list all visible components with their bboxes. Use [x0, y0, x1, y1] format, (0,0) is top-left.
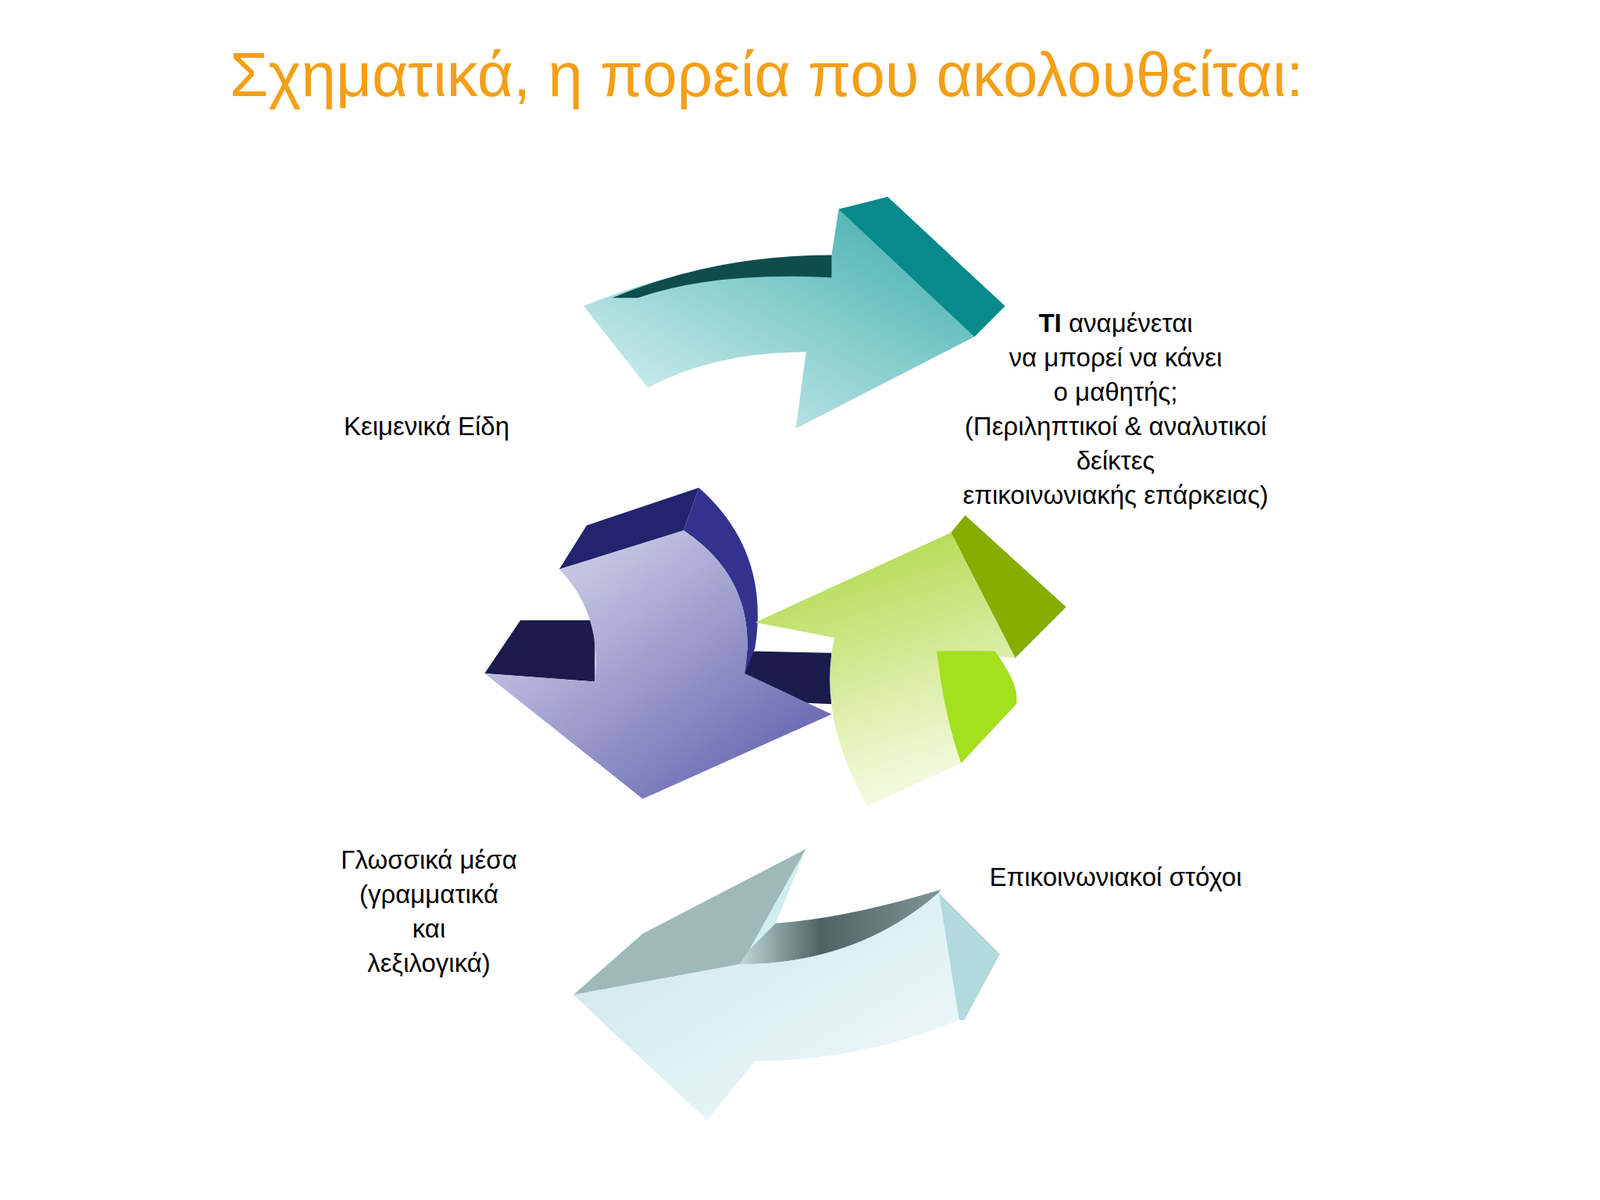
- step-label: λεξιλογικά): [367, 948, 491, 978]
- label-line: να μπορεί να κάνει: [962, 340, 1268, 375]
- purple-arrow-back: [484, 620, 595, 682]
- step-label: (γραμματικά: [359, 879, 499, 909]
- label-line: δείκτες: [962, 443, 1268, 479]
- label-line: ο μαθητής;: [962, 375, 1268, 410]
- green-arrow: [754, 515, 1066, 807]
- green-arrow-inner: [936, 650, 1018, 764]
- label-line: Επικοινωνιακοί στόχοι: [989, 860, 1242, 895]
- label-line: και: [340, 911, 518, 947]
- slide-title: Σχηματικά, η πορεία που ακολουθείται:: [229, 40, 1304, 110]
- pale-arrow-head-side: [750, 849, 807, 950]
- pale-arrow: [573, 849, 1000, 1121]
- label-block: Κειμενικά Είδη: [343, 409, 510, 444]
- label-line: λεξιλογικά): [340, 946, 518, 981]
- teal-arrow-side: [839, 196, 1006, 337]
- label-line: Γλωσσικά μέσα: [340, 842, 518, 878]
- step-label: (Περιληπτικοί & αναλυτικοί: [964, 411, 1267, 441]
- step-label: ΤΙ: [1038, 308, 1061, 338]
- label-block: Γλωσσικά μέσα (γραμματικά και λεξιλογικά): [340, 842, 518, 981]
- step-label: δείκτες: [1076, 446, 1156, 475]
- step-label: αναμένεται: [1068, 308, 1193, 338]
- label-line: ΤΙαναμένεται: [962, 306, 1268, 341]
- label-line: Κειμενικά Είδη: [343, 409, 510, 444]
- purple-arrow: [484, 487, 832, 799]
- step-label: Επικοινωνιακοί στόχοι: [989, 862, 1242, 892]
- label-block: Επικοινωνιακοί στόχοι: [989, 860, 1242, 895]
- step-label: να μπορεί να κάνει: [1009, 342, 1223, 372]
- teal-arrow-face: [583, 196, 1005, 429]
- step-label: και: [412, 914, 447, 943]
- label-line: επικοινωνιακής επάρκειας): [962, 478, 1268, 513]
- label-line: (γραμματικά: [340, 877, 518, 912]
- teal-arrow-top: [612, 255, 833, 299]
- step-label: επικοινωνιακής επάρκειας): [962, 480, 1268, 510]
- label-block: ΤΙαναμένεταινα μπορεί να κάνειο μαθητής;…: [962, 306, 1268, 513]
- step-label: Κειμενικά Είδη: [343, 411, 510, 441]
- purple-arrow-face: [484, 530, 832, 799]
- teal-arrow: [583, 196, 1005, 429]
- step-label: ο μαθητής;: [1053, 377, 1179, 407]
- label-line: (Περιληπτικοί & αναλυτικοί: [962, 409, 1268, 444]
- step-label: Γλωσσικά μέσα: [340, 845, 518, 875]
